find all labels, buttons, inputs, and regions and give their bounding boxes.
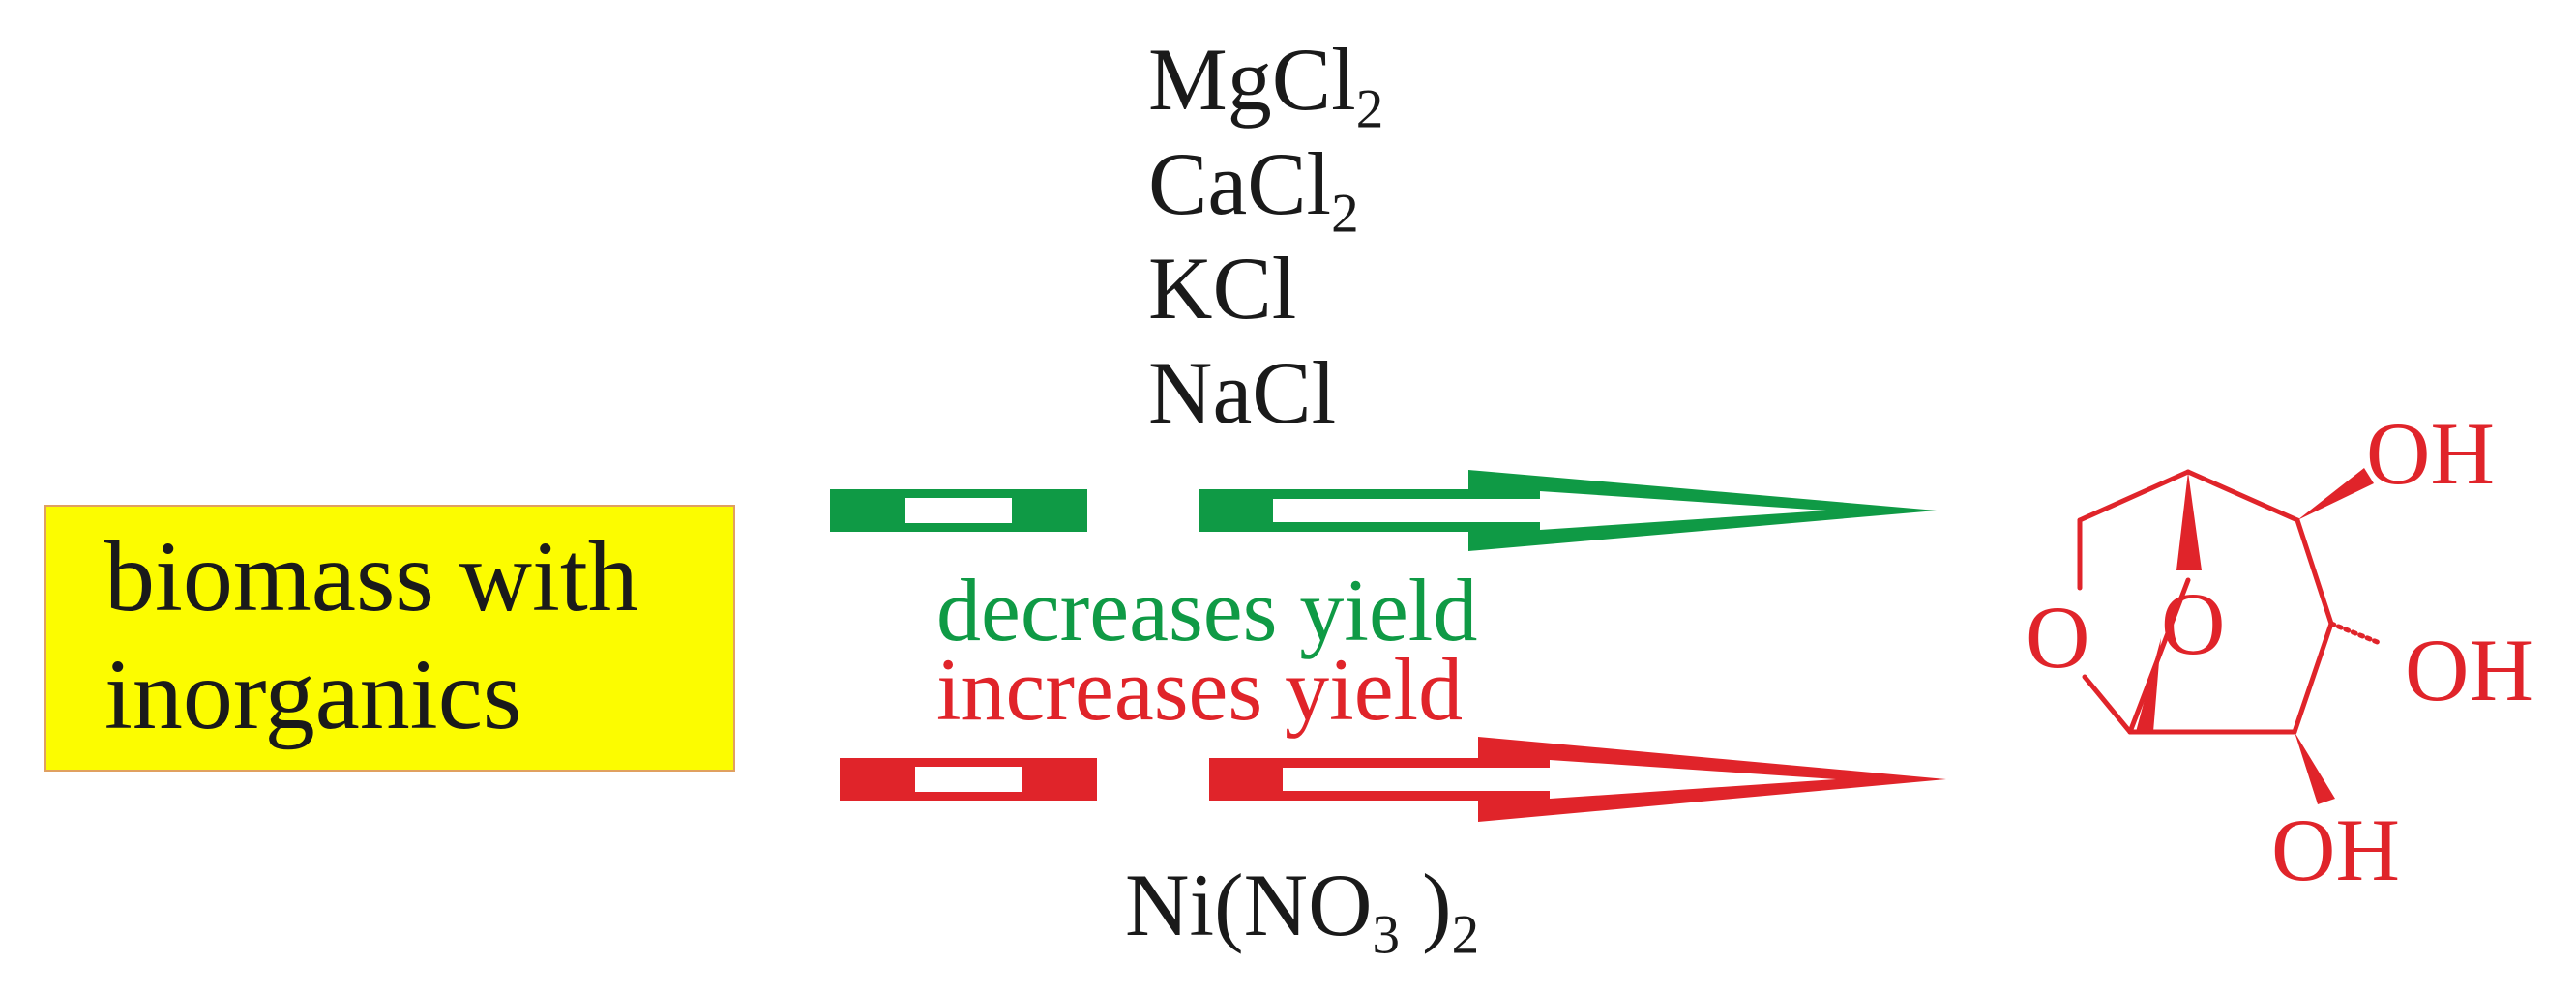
wedge-bond [2176, 472, 2202, 570]
salt-nacl-base: NaCl [1148, 343, 1337, 442]
salt-ni-no3-2: Ni(NO3 )2 [1125, 856, 1479, 962]
decreases-yield-label: decreases yield [936, 561, 1478, 659]
salt-cacl2: CaCl2 [1148, 134, 1359, 241]
bond [2292, 621, 2334, 735]
wedge-bond [2295, 732, 2335, 804]
green-arrow-segment-1-hollow [905, 498, 1012, 523]
bond [2077, 469, 2191, 523]
salt-mgcl2-sub: 2 [1355, 78, 1384, 140]
biomass-box [44, 505, 735, 772]
hydroxyl-top: OH [2366, 404, 2495, 503]
salt-ni-sub2: 2 [1451, 904, 1480, 966]
salt-kcl-base: KCl [1148, 239, 1297, 337]
bond [2185, 469, 2300, 523]
salt-kcl: KCl [1148, 240, 1296, 336]
ring-oxygen-left: O [2026, 588, 2089, 686]
salt-mgcl2: MgCl2 [1148, 30, 1383, 136]
salt-ni-sub1: 3 [1372, 904, 1401, 966]
red-arrow [840, 737, 1946, 822]
biomass-label: biomass with inorganics [104, 518, 638, 754]
bond [2082, 674, 2133, 735]
hydroxyl-bottom: OH [2271, 801, 2400, 899]
bond [2295, 517, 2334, 627]
salt-cacl2-base: CaCl [1148, 134, 1332, 233]
biomass-label-line2: inorganics [104, 639, 522, 750]
salt-ni-part2: ) [1400, 856, 1452, 954]
wedge-bond [2136, 638, 2161, 732]
salt-mgcl2-base: MgCl [1148, 30, 1356, 129]
green-arrow [830, 470, 1937, 551]
biomass-label-line1: biomass with [104, 521, 638, 632]
hydroxyl-right: OH [2405, 621, 2533, 719]
red-arrow-head-hollow [1283, 760, 1836, 799]
hashed-bond [2328, 621, 2383, 646]
wedge-bond [2297, 468, 2374, 520]
salt-ni-part1: Ni(NO [1125, 856, 1373, 954]
salt-cacl2-sub: 2 [1331, 183, 1359, 245]
molecule-labels: O O OH OH OH [2026, 404, 2533, 899]
green-arrow-head-hollow [1273, 491, 1826, 530]
ring-bonds [2077, 469, 2383, 735]
ring-oxygen-bridge: O [2161, 574, 2225, 673]
salt-nacl: NaCl [1148, 344, 1336, 441]
increases-yield-label: increases yield [936, 640, 1464, 739]
red-arrow-segment-1-hollow [915, 767, 1022, 792]
